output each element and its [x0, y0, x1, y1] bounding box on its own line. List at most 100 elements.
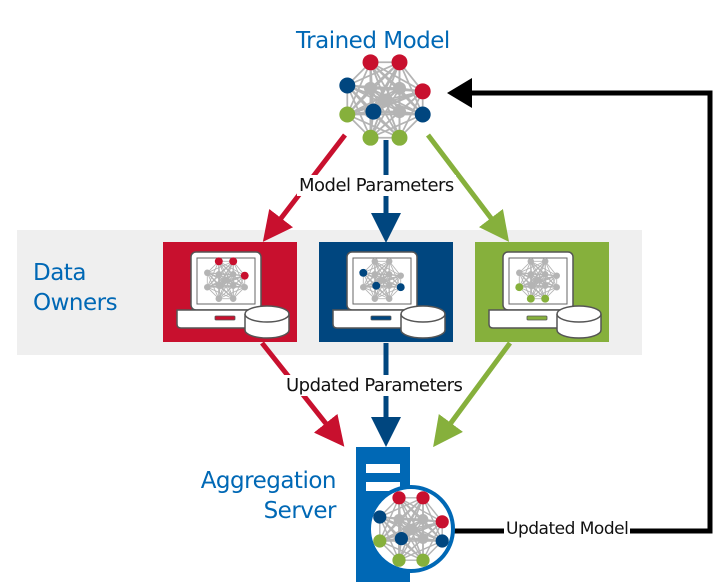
network-node — [405, 523, 417, 535]
network-node — [435, 534, 449, 548]
network-edge — [398, 61, 424, 115]
network-edge — [370, 113, 424, 139]
network-edge — [207, 286, 234, 300]
network-node — [435, 515, 449, 529]
model-parameters-label: Model Parameters — [297, 175, 456, 196]
network-edge — [530, 274, 546, 299]
network-edge — [218, 274, 234, 299]
network-edge — [370, 61, 424, 93]
data-owners-label: Data Owners — [33, 258, 118, 318]
network-edge — [346, 84, 400, 113]
network-node — [534, 276, 542, 284]
blue-owner-box — [319, 242, 453, 342]
arrow-model-to-green-owner — [426, 133, 510, 242]
network-edge — [374, 274, 390, 299]
network-node — [385, 295, 393, 302]
network-edge — [346, 61, 400, 87]
network-edge — [346, 87, 400, 116]
laptop-database-icon — [176, 251, 290, 339]
network-edge — [225, 279, 234, 299]
network-edge — [530, 286, 557, 300]
network-node — [396, 283, 405, 292]
network-edge — [519, 286, 546, 300]
aggregation-server-icon — [356, 447, 455, 582]
aggregation-line-1: Aggregation — [200, 468, 337, 494]
network-node — [417, 533, 429, 544]
network-node — [527, 271, 535, 278]
network-node — [372, 281, 381, 290]
network-edge — [363, 286, 390, 300]
network-edge — [530, 273, 557, 288]
network-edge — [362, 261, 376, 288]
network-edge — [232, 261, 246, 288]
network-node — [417, 514, 429, 525]
network-node — [240, 271, 249, 280]
laptop-database-icon — [488, 251, 602, 339]
network-edge — [218, 273, 245, 288]
trained-model-title: Trained Model — [296, 28, 450, 54]
network-edge — [388, 261, 402, 288]
network-node — [516, 269, 523, 277]
network-node — [378, 276, 386, 284]
laptop-database-icon — [332, 251, 446, 339]
aggregation-server-label: Aggregation Server — [176, 466, 337, 526]
network-edge — [363, 272, 390, 287]
network-edge — [346, 113, 400, 139]
network-node — [414, 83, 431, 100]
network-node — [541, 294, 550, 303]
network-edge — [519, 260, 546, 274]
network-node — [362, 54, 379, 71]
network-node — [214, 257, 223, 266]
network-node — [371, 258, 379, 265]
network-node — [527, 258, 535, 265]
network-node — [541, 271, 549, 278]
network-node — [385, 258, 393, 265]
network-node — [222, 276, 230, 284]
network-node — [394, 532, 408, 546]
network-node — [360, 283, 367, 291]
network-edge — [379, 518, 424, 542]
network-node — [373, 534, 387, 548]
network-node — [371, 271, 379, 278]
network-edge — [398, 540, 443, 561]
network-node — [241, 283, 248, 291]
network-edge — [207, 272, 234, 287]
arrow-green-owner-to-server — [433, 341, 513, 448]
network-node — [397, 272, 404, 279]
network-edge — [544, 261, 558, 288]
network-edge — [206, 261, 220, 288]
network-node — [204, 269, 211, 277]
red-owner-box — [163, 242, 297, 342]
network-node — [515, 283, 524, 292]
network-node — [391, 54, 408, 71]
network-node — [229, 295, 237, 302]
network-node — [392, 491, 406, 505]
network-node — [529, 282, 536, 289]
network-node — [541, 282, 549, 289]
network-node — [229, 282, 237, 289]
data-owners-line-1: Data — [33, 260, 86, 286]
network-edge — [379, 497, 400, 542]
network-edge — [398, 518, 443, 542]
data-owners-line-2: Owners — [33, 290, 118, 316]
network-edge — [519, 273, 546, 288]
green-owner-box — [475, 242, 609, 342]
network-node — [339, 77, 356, 94]
network-node — [385, 271, 393, 278]
network-node — [416, 491, 430, 505]
network-node — [204, 283, 211, 291]
network-node — [541, 258, 549, 265]
network-node — [414, 106, 431, 123]
trained-model-network-icon — [339, 54, 431, 146]
network-node — [217, 282, 224, 289]
network-edge — [379, 516, 424, 540]
network-node — [365, 103, 382, 120]
network-node — [371, 295, 379, 302]
network-node — [385, 282, 393, 289]
network-edge — [379, 497, 424, 518]
network-node — [359, 268, 368, 277]
network-node — [392, 553, 406, 567]
network-edge — [218, 260, 245, 277]
network-node — [229, 271, 237, 278]
network-edge — [530, 260, 557, 277]
